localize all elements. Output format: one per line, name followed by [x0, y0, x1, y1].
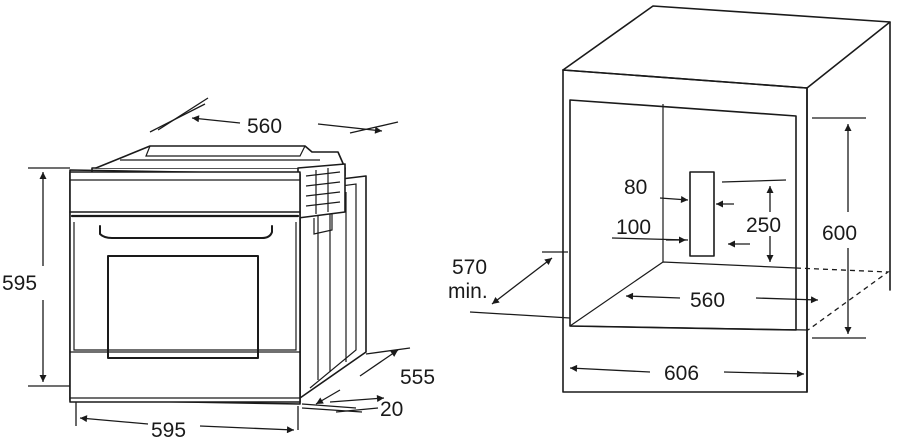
- label-oven-width: 595: [151, 419, 186, 440]
- label-oven-depth-body: 555: [400, 366, 435, 389]
- oven-drawing: [69, 145, 367, 405]
- label-vent-height: 250: [746, 214, 781, 237]
- oven-labels: 560 595 595 555 20: [2, 115, 435, 440]
- cabinet-drawing: [562, 5, 891, 393]
- label-niche-min-depth: 570: [452, 256, 487, 279]
- label-inner-height: 600: [822, 222, 857, 245]
- label-outer-width: 606: [664, 362, 699, 385]
- label-vent-offset: 100: [616, 216, 651, 239]
- cabinet-dimensions: [469, 117, 866, 378]
- oven-dimensions: [28, 97, 411, 434]
- cabinet-labels: 570 min. 80 100 250 600 560 606: [448, 176, 857, 385]
- label-vent-width: 80: [624, 176, 647, 199]
- label-oven-depth-top: 560: [247, 115, 282, 138]
- label-oven-front-thickness: 20: [380, 398, 403, 421]
- label-oven-height: 595: [2, 272, 37, 295]
- label-inner-width: 560: [690, 289, 725, 312]
- label-niche-min-suffix: min.: [448, 280, 488, 303]
